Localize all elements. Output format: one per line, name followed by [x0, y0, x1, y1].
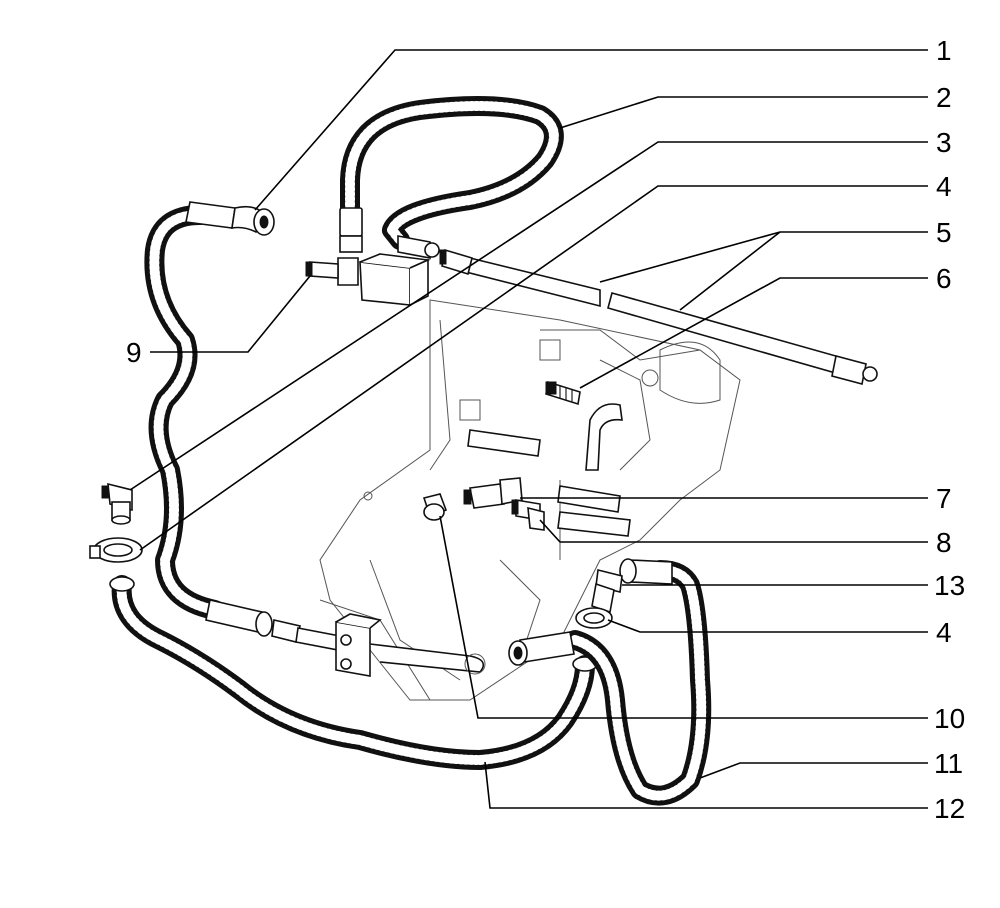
fitting-9 [305, 257, 359, 286]
callout-11: 11 [934, 748, 963, 779]
callout-labels: 1 2 3 4 5 6 7 8 9 10 11 12 13 4 [126, 35, 965, 824]
leader-5a [599, 231, 928, 283]
leader-12 [484, 761, 928, 809]
callout-5: 5 [936, 217, 952, 248]
callout-4: 4 [936, 171, 952, 202]
callout-13: 13 [934, 570, 965, 601]
leader-6 [579, 277, 928, 389]
leader-10 [439, 515, 928, 719]
clamp-4-left [89, 537, 143, 563]
callout-12: 12 [934, 793, 965, 824]
leader-5b [679, 231, 781, 311]
leader-4b [607, 619, 928, 633]
leader-9 [150, 275, 311, 353]
leader-2 [559, 96, 928, 129]
callout-1: 1 [936, 35, 952, 66]
callout-9: 9 [126, 337, 142, 368]
mount-block-top [359, 253, 431, 306]
callout-3: 3 [936, 127, 952, 158]
leader-4 [139, 185, 928, 551]
hose-2 [339, 96, 564, 259]
fitting-13 [591, 569, 623, 614]
leader-1 [254, 49, 928, 211]
leader-8 [539, 519, 928, 543]
tube-5 [439, 248, 878, 385]
callout-7: 7 [936, 483, 952, 514]
fitting-6 [545, 380, 581, 406]
hose-12 [109, 575, 598, 770]
leader-3 [129, 141, 928, 491]
internal-pipes [467, 403, 631, 537]
callout-10: 10 [934, 703, 965, 734]
leader-11 [699, 762, 928, 779]
clamp-4-right [575, 607, 613, 629]
fitting-8 [511, 499, 545, 531]
fitting-7 [463, 477, 523, 509]
plug-10 [422, 493, 448, 521]
hose-left-long [144, 201, 275, 637]
hose-11 [508, 558, 712, 806]
lower-pipe [271, 613, 486, 677]
callout-6: 6 [936, 263, 952, 294]
leader-lines [129, 49, 928, 809]
fitting-3 [101, 482, 133, 525]
callout-2: 2 [936, 82, 952, 113]
callout-4b: 4 [936, 617, 952, 648]
callout-8: 8 [936, 527, 952, 558]
